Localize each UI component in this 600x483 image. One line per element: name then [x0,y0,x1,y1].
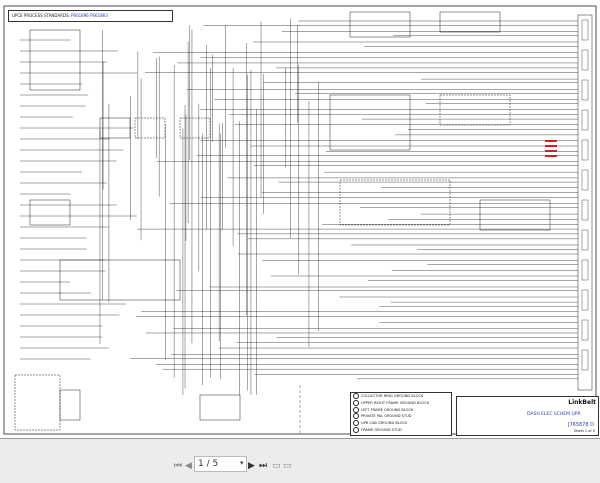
connector-pin-block [581,49,589,71]
highlight-label [545,155,557,157]
sheet-border [3,5,597,435]
component-box [349,11,411,38]
next-page-icon[interactable]: ▶ [248,461,255,471]
company-logo: LinkBelt [568,399,596,406]
legend-text: COLLECTOR RING GROUND BLOCK [361,394,424,398]
legend-text: UPPER RIGHT FRAME GROUND BLOCK [361,400,430,405]
component-box [339,179,451,226]
legend-text: UPR CAB GROUND BLOCK [361,421,408,426]
two-page-icon[interactable]: ▭ [283,461,292,471]
connector-pin-block [581,319,589,341]
connector-pin-block [581,349,589,371]
highlight-label [545,140,557,142]
component-box [29,199,71,226]
sheet-number: Sheet 1 of 5 [573,429,595,433]
connector-pin-block [581,259,589,281]
highlight-label [545,145,557,147]
single-page-icon[interactable]: ▭ [272,461,281,471]
legend-text: FRAME GROUND STUD [361,427,402,432]
component-box [59,389,81,421]
connector-pin-block [581,19,589,41]
highlight-label [545,150,557,152]
component-box [439,94,511,126]
component-box [329,94,411,151]
ground-icon [353,393,359,399]
component-box [14,374,61,431]
first-page-icon[interactable]: ⏮ [174,461,183,471]
page-dropdown-icon[interactable]: ▾ [240,459,244,467]
drawing-number: J765878 D [567,422,594,428]
ground-icon [353,420,359,427]
ground-icon [353,426,359,433]
connector-pin-block [581,109,589,131]
header-standards: PS61896 PS61863 [71,13,108,18]
ground-icon [353,399,359,406]
component-box [59,259,181,301]
header-label: UPCE PROCESS STANDARDS: [12,13,70,18]
connector-pin-block [581,229,589,251]
component-box [479,199,551,231]
legend-item: COLLECTOR RING GROUND BLOCK [351,393,451,400]
component-box [99,117,131,139]
process-standards-header: UPCE PROCESS STANDARDS: PS61896 PS61863 [8,10,173,22]
page-number-input[interactable]: 1 / 5 [194,456,247,472]
legend-text: PRIVATE PAL GROUND STUD [361,414,412,419]
legend-item: UPPER RIGHT FRAME GROUND BLOCK [351,399,451,407]
connector-pin-block [581,199,589,221]
connector-pin-block [581,169,589,191]
legend-item: PRIVATE PAL GROUND STUD [351,413,451,420]
connector-strip [577,14,593,391]
ground-legend: COLLECTOR RING GROUND BLOCK UPPER RIGHT … [350,392,452,436]
component-box [439,11,501,33]
connector-pin-block [581,139,589,161]
component-box [179,117,211,139]
component-box [29,29,81,91]
legend-item: FRAME GROUND STUD [351,426,451,434]
prev-page-icon[interactable]: ◀ [185,461,192,471]
legend-text: LEFT FRAME GROUND BLOCK [361,407,414,412]
wiring-diagram [3,5,597,435]
ground-icon [353,413,359,420]
legend-item: UPR CAB GROUND BLOCK [351,420,451,427]
title-block: LinkBelt DASH ELEC SCHEM UPR J765878 D S… [456,396,599,436]
component-box [134,117,166,139]
connector-pin-block [581,289,589,311]
last-page-icon[interactable]: ⏭ [259,461,268,471]
drawing-title: DASH ELEC SCHEM UPR [527,412,581,417]
component-box [199,394,241,421]
connector-pin-block [581,79,589,101]
pdf-toolbar: ⏮ ◀ 1 / 5 ▾ ▶ ⏭ ▭ ▭ [0,439,600,483]
legend-item: LEFT FRAME GROUND BLOCK [351,406,451,414]
document-page: UPCE PROCESS STANDARDS: PS61896 PS61863 … [0,0,600,439]
ground-icon [353,406,359,413]
